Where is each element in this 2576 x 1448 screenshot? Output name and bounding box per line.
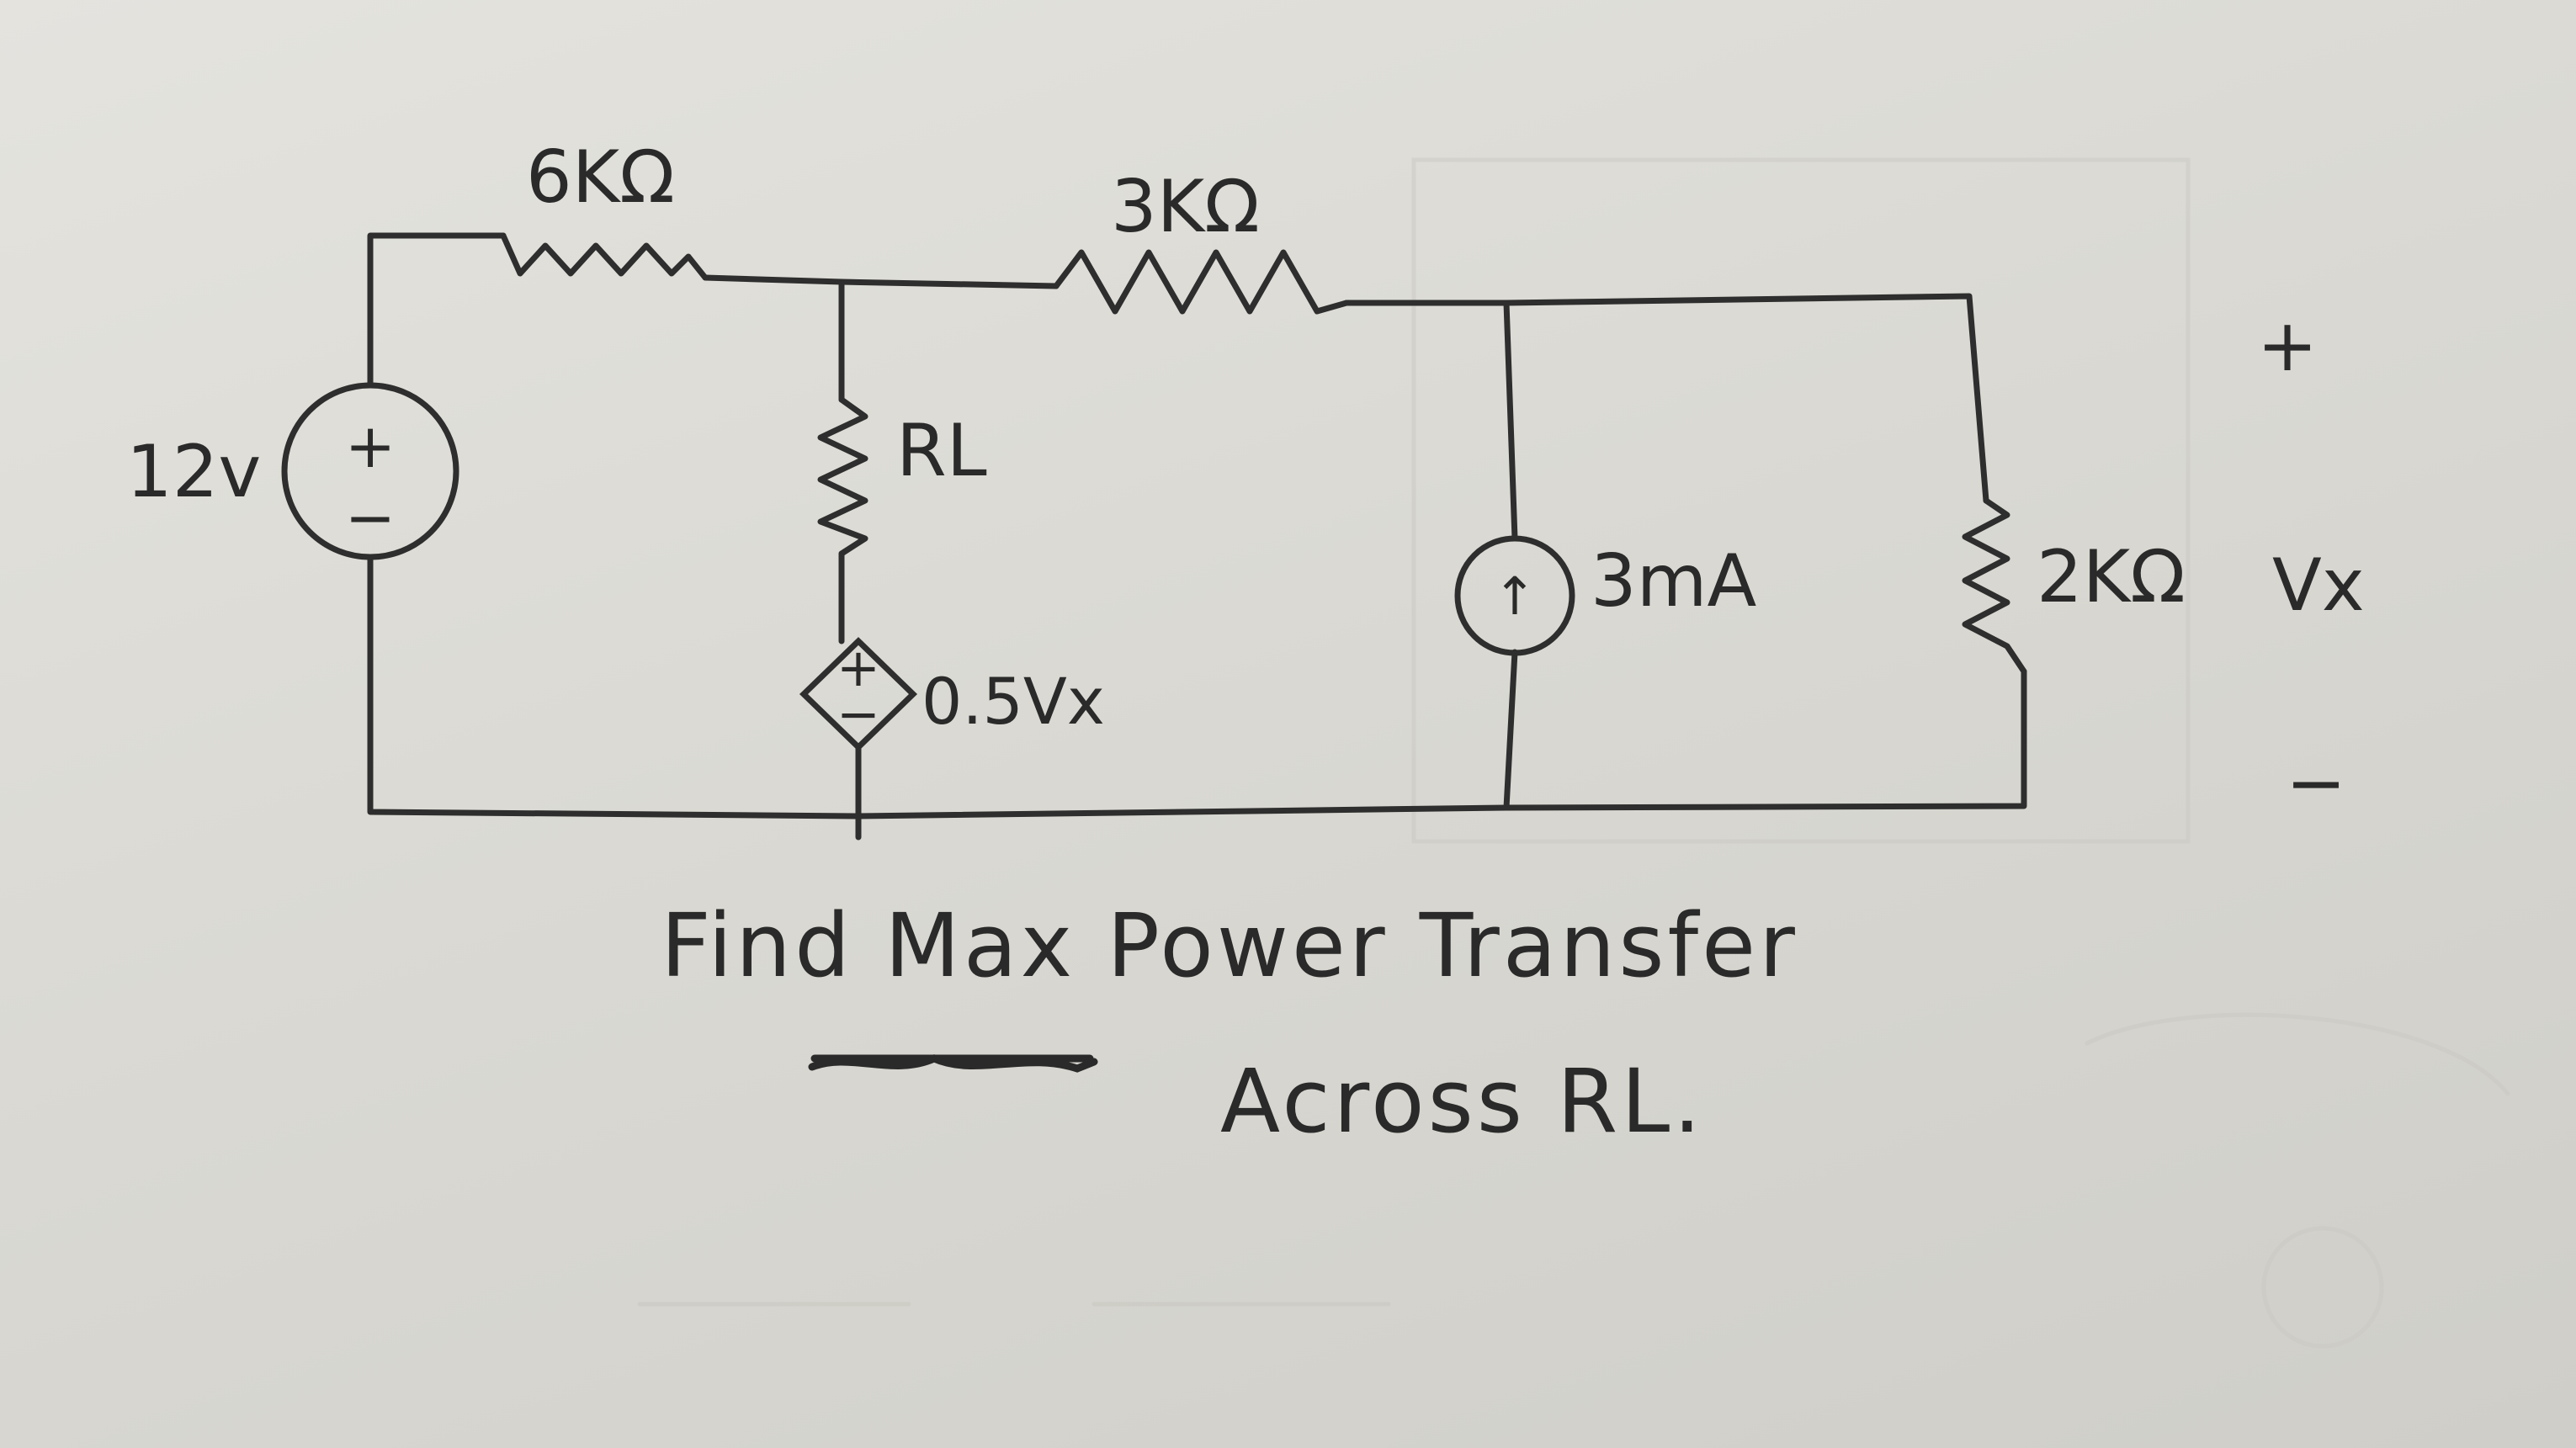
circuit-wires (367, 232, 2027, 841)
current-arrow-icon: ↑ (1493, 565, 1537, 627)
dependent-source-symbol (799, 637, 918, 751)
load-resistor-label: RL (896, 409, 987, 493)
problem-line-2: Across RL. (1220, 1050, 1704, 1153)
voltage-source-label: 12v (126, 430, 261, 514)
voltage-source-plus: + (345, 411, 396, 481)
resistor-2k (1962, 497, 2027, 675)
current-source-symbol (1454, 535, 1575, 656)
dependent-source-minus: − (837, 683, 880, 745)
vx-minus-sign: − (2286, 741, 2346, 825)
problem-line-1: Find Max Power Transfer (661, 894, 1798, 997)
resistor-6k-label: 6KΩ (526, 135, 675, 220)
voltage-source-minus: − (345, 482, 396, 553)
resistor-2k-label: 2KΩ (2037, 535, 2186, 619)
resistor-6k (500, 232, 709, 281)
resistor-rl (817, 396, 868, 557)
vx-plus-sign: + (2257, 304, 2318, 388)
vx-label: Vx (2272, 544, 2365, 628)
resistor-3k-label: 3KΩ (1111, 165, 1260, 249)
background-marks (637, 157, 2510, 1349)
voltage-source-symbol (281, 382, 459, 560)
dependent-source-plus: + (837, 637, 880, 698)
current-source-label: 3mA (1591, 539, 1756, 623)
dependent-source-label: 0.5Vx (922, 664, 1105, 739)
resistor-3k (1053, 249, 1350, 315)
